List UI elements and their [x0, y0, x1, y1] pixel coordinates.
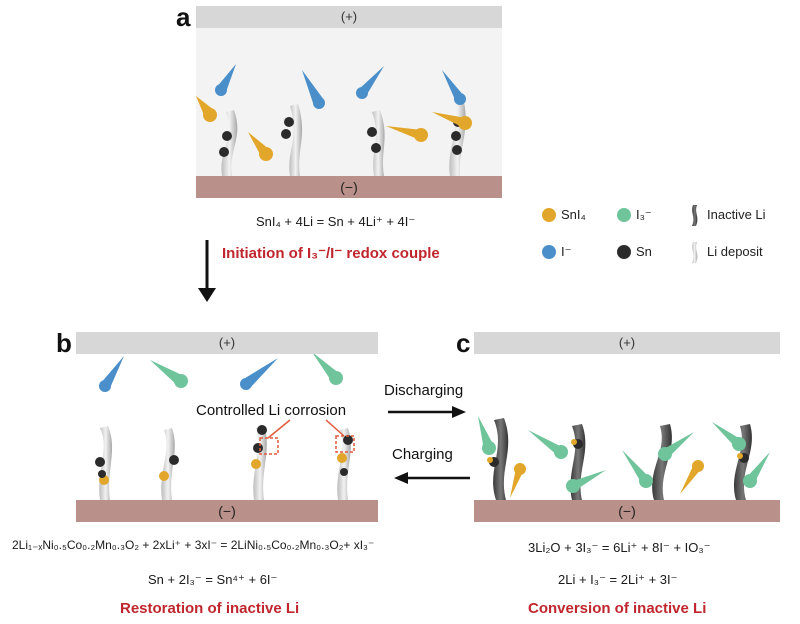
legend-li-deposit-icon: [692, 242, 698, 263]
panel-a-anode: (−): [196, 176, 502, 198]
panel-a-cathode: (+): [196, 6, 502, 28]
legend-sni4-icon: [542, 208, 556, 222]
legend-inactive-li-icon: [692, 205, 698, 226]
arrow-a-to-b: [198, 240, 216, 302]
panel-b-cones: [99, 352, 343, 392]
sni4-cone: [432, 112, 466, 128]
legend-sni4-label: SnI₄: [561, 207, 586, 222]
legend-i3-icon: [617, 208, 631, 222]
panel-c-anode: (−): [474, 500, 780, 522]
panel-b-particles: [95, 425, 353, 485]
panel-b-equation-2: Sn + 2I₃⁻ = Sn⁴⁺ + 6I⁻: [148, 572, 278, 587]
panel-b-corrosion-markers: [259, 419, 355, 455]
discharging-arrow: [388, 406, 466, 418]
panel-b-annotation: Controlled Li corrosion: [196, 402, 347, 419]
li-deposit-b4: [337, 428, 351, 500]
discharging-label: Discharging: [384, 382, 464, 399]
sn-particle: [452, 145, 462, 155]
corrosion-box-1: [259, 437, 279, 455]
panel-c-equation-1: 3Li₂O + 3I₃⁻ = 6Li⁺ + 8I⁻ + IO₃⁻: [528, 540, 711, 555]
panel-a-sni4-cones: [196, 96, 472, 161]
panel-c-equation-2: 2Li + I₃⁻ = 2Li⁺ + 3I⁻: [558, 572, 678, 587]
li-deposit-a3: [372, 110, 385, 176]
panel-b-cathode: (+): [76, 332, 378, 354]
li-deposit-a1: [221, 110, 238, 176]
legend-inactive-li-label: Inactive Li: [707, 207, 766, 222]
panel-a-iodide-cones: [215, 64, 466, 109]
panel-c-caption: Conversion of inactive Li: [528, 600, 707, 617]
panel-b-li-deposits: [99, 426, 351, 500]
legend-iodide-icon: [542, 245, 556, 259]
panel-a-caption: Initiation of I₃⁻/I⁻ redox couple: [222, 245, 440, 262]
panel-c-inactive-li: [493, 418, 752, 500]
panel-b-anode: (−): [76, 500, 378, 522]
sn-particle: [367, 127, 377, 137]
sn-particle: [222, 131, 232, 141]
li-deposit-b2: [161, 428, 175, 500]
legend-sn-icon: [617, 245, 631, 259]
sn-particle: [371, 143, 381, 153]
panel-c-cathode: (+): [474, 332, 780, 354]
legend-i3-label: I₃⁻: [636, 207, 652, 222]
panel-b-caption: Restoration of inactive Li: [120, 600, 300, 617]
sn-particle: [281, 129, 291, 139]
iodide-cone: [302, 70, 324, 106]
panel-c-sn-particles: [487, 439, 749, 467]
panel-b-letter: b: [56, 328, 72, 358]
charging-arrow: [394, 472, 470, 484]
sn-particle: [284, 117, 294, 127]
legend-sn-label: Sn: [636, 244, 652, 259]
legend-li-deposit-label: Li deposit: [707, 244, 763, 259]
panel-a-letter: a: [176, 2, 191, 32]
legend-iodide-label: I⁻: [561, 244, 572, 259]
panel-a-equation: SnI₄ + 4Li = Sn + 4Li⁺ + 4I⁻: [256, 214, 416, 229]
panel-b-equation-1: 2Li₁₋ₓNi₀.₅Co₀.₂Mn₀.₃O₂ + 2xLi⁺ + 3xI⁻ =…: [12, 538, 375, 552]
panel-a-li-deposits: [221, 102, 466, 176]
corrosion-box-2: [335, 435, 355, 453]
sn-particle: [451, 131, 461, 141]
charging-label: Charging: [392, 446, 453, 463]
sni4-cone: [386, 126, 422, 140]
sn-particle: [219, 147, 229, 157]
panel-c-cones: [478, 416, 770, 498]
panel-c-letter: c: [456, 328, 471, 358]
legend-symbols: [542, 205, 698, 263]
li-deposit-a2: [289, 104, 303, 176]
